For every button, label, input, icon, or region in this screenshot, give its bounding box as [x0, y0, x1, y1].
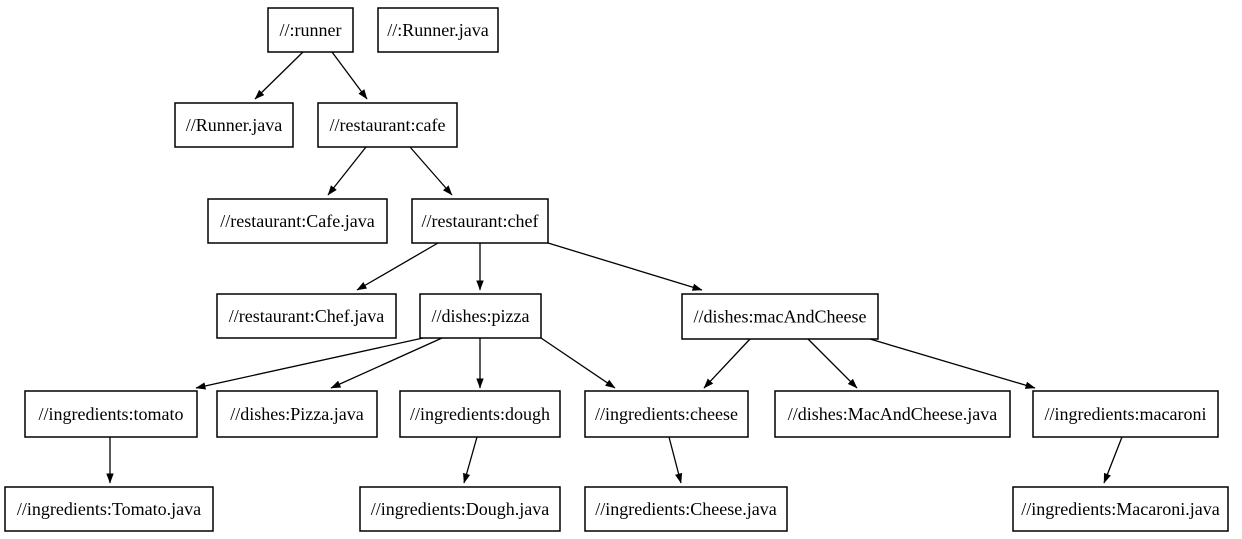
- graph-node-mac-and-cheese-java: //dishes:MacAndCheese.java: [774, 390, 1011, 438]
- graph-node-runner: //:runner: [267, 7, 354, 53]
- graph-node-cafe: //restaurant:cafe: [317, 102, 458, 148]
- graph-node-box: [1012, 486, 1229, 532]
- graph-node-label: //ingredients:Macaroni.java: [1021, 499, 1219, 519]
- graph-node-box: [681, 293, 879, 340]
- graph-node-label: //ingredients:macaroni: [1045, 404, 1207, 424]
- graph-node-label: //Runner.java: [186, 115, 282, 135]
- graph-node-label: //dishes:MacAndCheese.java: [788, 404, 997, 424]
- graph-node-label: //dishes:Pizza.java: [230, 404, 363, 424]
- graph-node-cheese: //ingredients:cheese: [584, 390, 749, 438]
- graph-node-box: [216, 293, 397, 339]
- graph-node-box: [317, 102, 458, 148]
- graph-node-macaroni: //ingredients:macaroni: [1032, 390, 1219, 438]
- graph-edge-pizza-to-cheese: [540, 337, 616, 389]
- graph-node-root-runner-java: //:Runner.java: [377, 7, 499, 53]
- graph-edge-chef-to-mac-and-cheese: [547, 242, 703, 291]
- edges-layer: [106, 51, 1123, 484]
- graph-node-label: //restaurant:Cafe.java: [220, 211, 374, 231]
- graph-node-label: //ingredients:tomato: [39, 404, 184, 424]
- graph-node-box: [207, 198, 388, 244]
- graph-node-box: [267, 7, 354, 53]
- graph-node-box: [359, 486, 561, 532]
- graph-node-label: //ingredients:cheese: [595, 404, 738, 424]
- graph-edge-cafe-to-cafe-java: [327, 146, 367, 196]
- graph-node-label: //:runner: [280, 20, 342, 40]
- graph-node-dough: //ingredients:dough: [399, 390, 561, 438]
- graph-node-label: //ingredients:Cheese.java: [595, 499, 776, 519]
- graph-node-runner-java: //Runner.java: [174, 102, 294, 148]
- graph-edge-mac-and-cheese-to-mac-and-cheese-java: [807, 338, 858, 389]
- graph-edge-runner-to-cafe: [331, 51, 368, 100]
- graph-node-box: [377, 7, 499, 53]
- graph-node-cafe-java: //restaurant:Cafe.java: [207, 198, 388, 244]
- graph-node-tomato-java: //ingredients:Tomato.java: [4, 486, 214, 532]
- graph-node-box: [584, 486, 788, 532]
- graph-node-cheese-java: //ingredients:Cheese.java: [584, 486, 788, 532]
- graph-edge-pizza-to-pizza-java: [330, 337, 443, 389]
- graph-node-label: //dishes:macAndCheese: [694, 307, 867, 327]
- graph-node-mac-and-cheese: //dishes:macAndCheese: [681, 293, 879, 340]
- graph-edge-cheese-to-cheese-java: [668, 436, 683, 484]
- graph-node-label: //restaurant:chef: [422, 211, 539, 231]
- graph-node-box: [1032, 390, 1219, 438]
- graph-node-pizza: //dishes:pizza: [419, 293, 542, 339]
- graph-node-dough-java: //ingredients:Dough.java: [359, 486, 561, 532]
- graph-edge-pizza-to-tomato: [195, 337, 424, 390]
- graph-edge-dough-to-dough-java: [463, 436, 478, 484]
- graph-edge-mac-and-cheese-to-cheese: [703, 338, 751, 389]
- graph-node-box: [419, 293, 542, 339]
- graph-node-label: //ingredients:Dough.java: [371, 499, 549, 519]
- graph-node-box: [174, 102, 294, 148]
- graph-node-tomato: //ingredients:tomato: [24, 390, 198, 438]
- graph-node-label: //restaurant:cafe: [330, 115, 446, 135]
- graph-node-chef-java: //restaurant:Chef.java: [216, 293, 397, 339]
- graph-node-box: [4, 486, 214, 532]
- graph-node-box: [216, 390, 378, 438]
- graph-edge-runner-to-runner-java: [254, 51, 304, 100]
- graph-node-box: [399, 390, 561, 438]
- graph-node-chef: //restaurant:chef: [411, 198, 549, 244]
- graph-edge-cafe-to-chef: [409, 146, 453, 196]
- graph-node-pizza-java: //dishes:Pizza.java: [216, 390, 378, 438]
- graph-node-box: [584, 390, 749, 438]
- graph-edge-macaroni-to-macaroni-java: [1103, 436, 1123, 484]
- graph-node-label: //dishes:pizza: [432, 306, 530, 326]
- graph-node-box: [411, 198, 549, 244]
- graph-node-label: //ingredients:Tomato.java: [17, 499, 201, 519]
- graph-edge-mac-and-cheese-to-macaroni: [869, 338, 1036, 389]
- graph-node-label: //ingredients:dough: [410, 404, 550, 424]
- graph-node-label: //:Runner.java: [387, 20, 488, 40]
- nodes-layer: //:runner //:Runner.java //Runner.java //re…: [4, 7, 1229, 532]
- graph-edge-chef-to-chef-java: [356, 242, 439, 291]
- graph-node-box: [24, 390, 198, 438]
- graph-node-label: //restaurant:Chef.java: [229, 306, 384, 326]
- graph-node-macaroni-java: //ingredients:Macaroni.java: [1012, 486, 1229, 532]
- graph-node-box: [774, 390, 1011, 438]
